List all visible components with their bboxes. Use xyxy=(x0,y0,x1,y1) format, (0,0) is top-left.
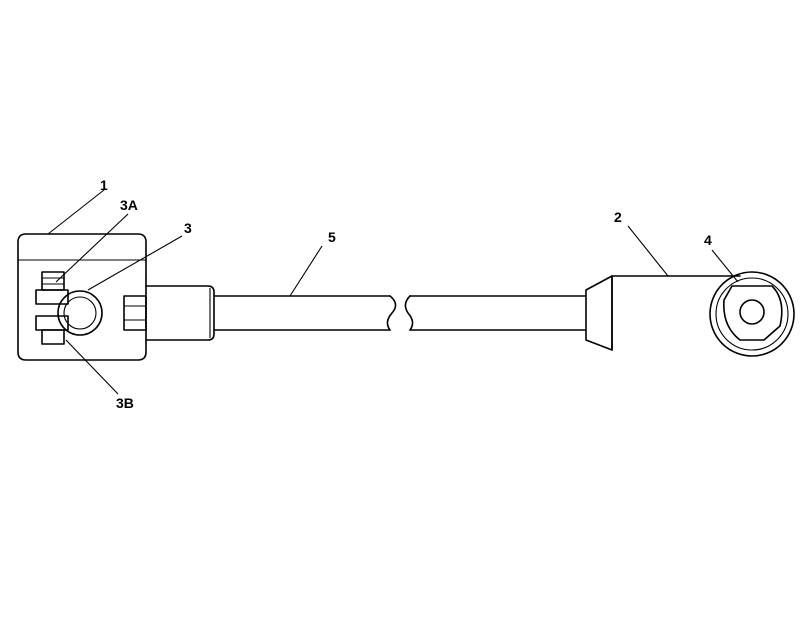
callout-3a: 3A xyxy=(120,197,138,213)
cable-left-section xyxy=(213,295,397,331)
callout-3: 3 xyxy=(184,220,192,236)
cable-sleeve xyxy=(145,285,215,341)
clamp-post-ring xyxy=(57,290,103,336)
callout-4: 4 xyxy=(704,232,712,248)
cable-break xyxy=(404,295,414,331)
leader-lines xyxy=(47,189,739,395)
cable-right-section xyxy=(409,295,587,331)
callout-2: 2 xyxy=(614,209,622,225)
lug-flare xyxy=(585,275,613,351)
clamp-bolt xyxy=(35,271,69,345)
lug-eye xyxy=(709,271,795,357)
callout-1: 1 xyxy=(100,177,108,193)
callout-3b: 3B xyxy=(116,395,134,411)
lug-body xyxy=(611,275,741,351)
callout-5: 5 xyxy=(328,229,336,245)
clamp-side-nut xyxy=(123,295,147,331)
